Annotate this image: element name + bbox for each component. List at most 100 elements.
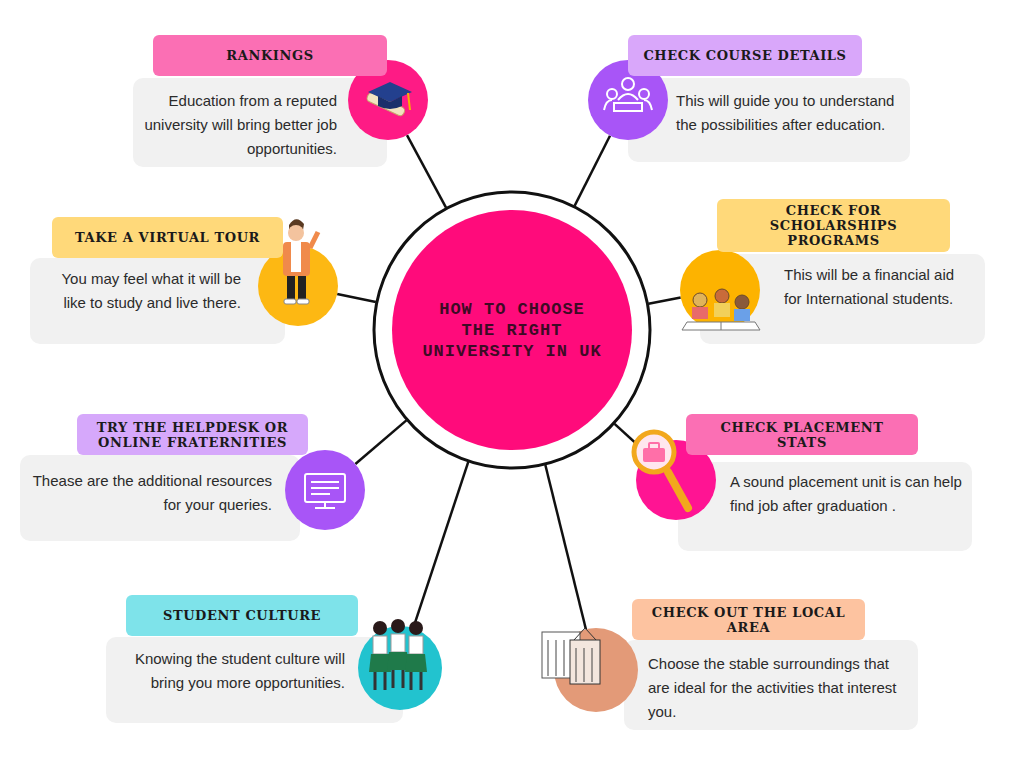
icon-circle [258,246,338,326]
building-lines [548,640,592,682]
head [288,225,304,241]
spoke-line [545,465,586,629]
body-text: This will be a financial aid for Interna… [784,263,969,311]
head [735,295,749,309]
head [693,293,707,307]
screen-line [311,481,339,483]
building [570,640,600,684]
head [373,621,387,635]
person-head [607,89,617,99]
culture-icon [358,619,442,710]
topic-box: CHECK COURSE DETAILSThis will guide you … [628,78,910,162]
magnifier-handle [668,472,688,508]
book [682,322,760,330]
briefcase-handle [649,443,659,449]
shirt [734,309,750,321]
topic-box: CHECK FOR SCHOLARSHIPS PROGRAMSThis will… [700,254,985,344]
center-circle: HOW TO CHOOSE THE RIGHT UNIVERSITY IN UK [372,190,652,470]
table [614,103,642,111]
body-text: This will guide you to understand the po… [676,89,904,137]
people-icon [588,60,668,140]
icon-circle [348,60,428,140]
topic-box: TAKE A VIRTUAL TOURYou may feel what it … [30,258,285,344]
body-text: You may feel what it will be like to stu… [36,267,241,315]
shirt [291,242,301,272]
building [542,632,580,678]
shirt [391,634,405,652]
spoke-line [413,462,468,628]
topic-box: STUDENT CULTUREKnowing the student cultu… [106,637,403,723]
screen-line [311,493,330,495]
head [409,621,423,635]
screen [305,474,345,502]
icon-circle [636,440,716,520]
spoke-line [337,294,376,302]
stand-base [315,507,335,509]
person-head [639,89,649,99]
search-icon [634,432,716,520]
icon-circle [680,250,760,330]
book-spine [721,322,722,330]
arm [310,232,318,248]
cap-top [368,82,412,102]
person-body [604,100,652,110]
study-icon [680,250,760,330]
body-text: Thease are the additional resources for … [28,469,272,517]
icon-circle [588,60,668,140]
icon-circle [358,626,442,710]
skirt [405,654,427,672]
spoke-line [355,420,406,464]
heading-pill: RANKINGS [153,35,387,76]
icon-circle [554,628,638,712]
shirt [373,636,387,654]
briefcase [643,448,665,462]
heading-pill: CHECK COURSE DETAILS [628,35,862,76]
topic-box: CHECK PLACEMENT STATSA sound placement u… [678,462,972,551]
shirt [409,636,423,654]
leg [298,276,306,300]
body-text: Choose the stable surroundings that are … [648,652,908,724]
person-head [622,78,634,90]
heading-pill: CHECK FOR SCHOLARSHIPS PROGRAMS [717,199,950,252]
person-body [618,94,638,100]
screen-line [311,487,339,489]
body-text: Knowing the student culture will bring y… [114,647,345,695]
student-icon [258,219,338,326]
head [715,289,729,303]
spoke-line [575,136,610,206]
spoke-line [407,135,446,207]
jacket [283,242,310,276]
topic-box: TRY THE HELPDESK OR ONLINE FRATERNITIEST… [20,455,300,541]
heading-pill: CHECK OUT THE LOCAL AREA [632,599,865,640]
diploma [366,92,406,117]
spoke-line [615,424,647,453]
shoe [297,299,309,304]
icon-circle [285,450,365,530]
roof [574,628,596,640]
cap-base [378,96,402,109]
heading-pill: TRY THE HELPDESK OR ONLINE FRATERNITIES [77,414,308,455]
body-text: A sound placement unit is can help find … [730,470,962,518]
shirt [714,303,730,317]
body-text: Education from a reputed university will… [139,89,337,161]
cap-icon [348,60,428,140]
heading-pill: TAKE A VIRTUAL TOUR [52,217,283,258]
skirt [387,652,409,670]
shoe [284,299,296,304]
skirt [369,654,391,672]
outer-ring [374,192,650,468]
shirt [692,307,708,319]
head [391,619,405,633]
stand [324,502,326,508]
monitor-icon [285,450,365,530]
heading-pill: CHECK PLACEMENT STATS [686,414,918,455]
tassel [408,93,410,110]
city-icon [542,628,638,712]
leg [287,276,295,300]
hair [289,219,304,230]
inner-disc [392,210,632,450]
spoke-line [648,298,680,304]
legs [375,670,421,690]
